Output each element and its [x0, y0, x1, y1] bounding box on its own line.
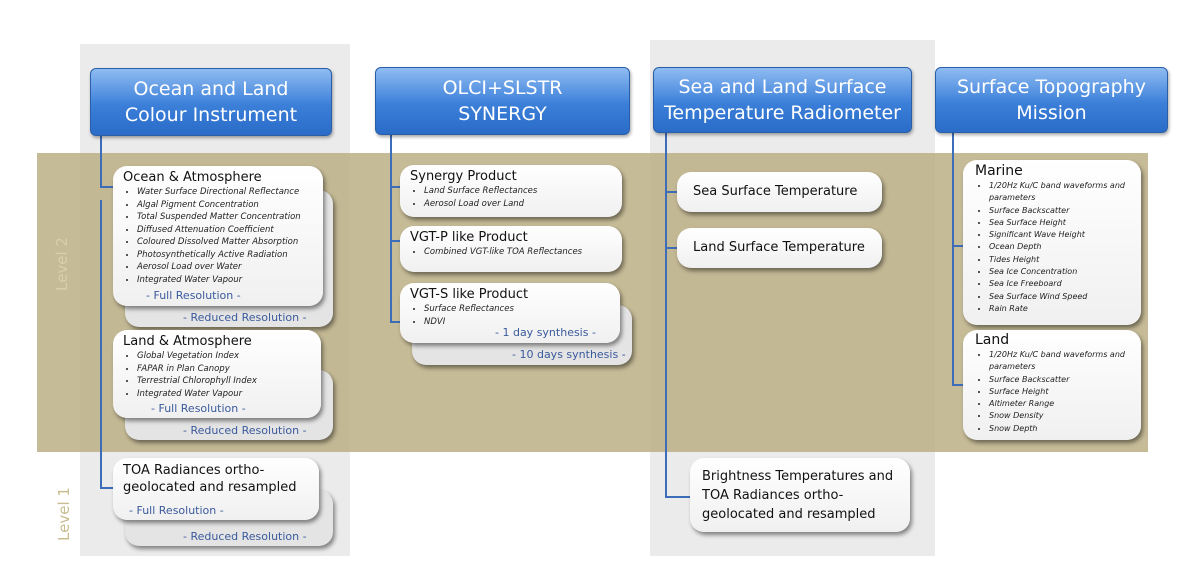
list-item: Significant Wave Height — [989, 229, 1129, 241]
list-item: Sea Surface Wind Speed — [989, 291, 1129, 303]
list-item: Surface Backscatter — [989, 374, 1129, 386]
brightness-temperatures-box: Brightness Temperatures and TOA Radiance… — [690, 458, 910, 532]
list-item: Global Vegetation Index — [137, 350, 311, 363]
product-list: Global Vegetation IndexFAPAR in Plan Can… — [123, 350, 311, 400]
one-day-synthesis-label: - 1 day synthesis - — [495, 326, 596, 339]
level2-label: Level 2 — [52, 237, 71, 291]
ten-day-synthesis-label: - 10 days synthesis - — [512, 348, 626, 361]
connector — [390, 321, 401, 323]
list-item: FAPAR in Plan Canopy — [137, 363, 311, 376]
list-item: Snow Density — [989, 410, 1129, 422]
connector — [390, 134, 392, 323]
header-line: Sea and Land Surface — [678, 76, 887, 98]
full-resolution-label: - Full Resolution - — [151, 402, 246, 415]
header-line: Surface Topography — [957, 76, 1146, 98]
level1-label: Level 1 — [54, 487, 73, 541]
header-line: OLCI+SLSTR — [442, 77, 563, 99]
box-title: Ocean & Atmosphere — [123, 170, 262, 185]
connector — [952, 131, 954, 386]
connector — [100, 487, 114, 489]
list-item: Aerosol Load over Water — [137, 261, 313, 274]
list-item: Terrestrial Chlorophyll Index — [137, 375, 311, 388]
header-line: Temperature Radiometer — [664, 102, 901, 124]
list-item: Water Surface Directional Reflectance — [137, 186, 313, 199]
connector — [665, 496, 691, 498]
list-item: Snow Depth — [989, 423, 1129, 435]
product-list: 1/20Hz Ku/C band waveforms and parameter… — [975, 349, 1129, 435]
box-title: VGT-S like Product — [410, 287, 529, 302]
list-item: Land Surface Reflectances — [424, 185, 612, 198]
ocean-atmosphere-box: Ocean & Atmosphere Water Surface Directi… — [113, 166, 323, 306]
connector — [100, 134, 102, 188]
box-title: Marine — [975, 163, 1023, 179]
header-line: Colour Instrument — [124, 104, 298, 126]
list-item: Sea Surface Height — [989, 217, 1129, 229]
list-item: Tides Height — [989, 254, 1129, 266]
list-item: Surface Height — [989, 386, 1129, 398]
vgtp-product-box: VGT-P like Product Combined VGT-like TOA… — [400, 226, 622, 272]
list-item: Rain Rate — [989, 303, 1129, 315]
list-item: Total Suspended Matter Concentration — [137, 211, 313, 224]
list-item: 1/20Hz Ku/C band waveforms and parameter… — [989, 180, 1129, 205]
product-list: 1/20Hz Ku/C band waveforms and parameter… — [975, 180, 1129, 315]
lst-box: Land Surface Temperature — [677, 228, 882, 268]
connector — [100, 200, 102, 489]
list-item: NDVI — [424, 316, 610, 329]
connector — [952, 384, 964, 386]
box-title: Land — [975, 332, 1010, 348]
connector — [952, 245, 964, 247]
connector — [665, 191, 678, 193]
reduced-resolution-label: - Reduced Resolution - — [183, 530, 307, 543]
list-item: Diffused Attenuation Coefficient — [137, 224, 313, 237]
connector — [390, 240, 401, 242]
reduced-resolution-label: - Reduced Resolution - — [183, 311, 307, 324]
reduced-resolution-label: - Reduced Resolution - — [183, 424, 307, 437]
full-resolution-label: - Full Resolution - — [129, 504, 224, 517]
list-item: Altimeter Range — [989, 398, 1129, 410]
product-list: Land Surface ReflectancesAerosol Load ov… — [410, 185, 612, 210]
list-item: Photosynthetically Active Radiation — [137, 249, 313, 262]
connector — [390, 186, 401, 188]
land-atmosphere-box: Land & Atmosphere Global Vegetation Inde… — [113, 330, 321, 418]
list-item: Algal Pigment Concentration — [137, 199, 313, 212]
box-title: Synergy Product — [410, 169, 517, 184]
product-list: Combined VGT-like TOA Reflectances — [410, 246, 612, 259]
connector — [100, 186, 114, 188]
toa-radiances-box: TOA Radiances ortho-geolocated and resam… — [113, 458, 319, 520]
marine-box: Marine 1/20Hz Ku/C band waveforms and pa… — [963, 160, 1141, 325]
land-box: Land 1/20Hz Ku/C band waveforms and para… — [963, 330, 1141, 440]
list-item: Combined VGT-like TOA Reflectances — [424, 246, 612, 259]
list-item: Surface Backscatter — [989, 205, 1129, 217]
list-item: Surface Reflectances — [424, 303, 610, 316]
vgts-product-box: VGT-S like Product Surface ReflectancesN… — [400, 283, 620, 343]
list-item: Coloured Dissolved Matter Absorption — [137, 236, 313, 249]
list-item: Aerosol Load over Land — [424, 198, 612, 211]
list-item: Sea Ice Freeboard — [989, 278, 1129, 290]
connector — [665, 131, 667, 498]
connector — [665, 247, 678, 249]
synergy-product-box: Synergy Product Land Surface Reflectance… — [400, 165, 622, 217]
header-synergy: OLCI+SLSTR SYNERGY — [375, 67, 630, 135]
list-item: Sea Ice Concentration — [989, 266, 1129, 278]
list-item: Integrated Water Vapour — [137, 274, 313, 287]
product-list: Surface ReflectancesNDVI — [410, 303, 610, 328]
header-line: Ocean and Land — [133, 78, 289, 100]
box-title: VGT-P like Product — [410, 230, 528, 245]
box-title: Land & Atmosphere — [123, 334, 252, 349]
list-item: Ocean Depth — [989, 241, 1129, 253]
list-item: 1/20Hz Ku/C band waveforms and parameter… — [989, 349, 1129, 374]
full-resolution-label: - Full Resolution - — [146, 289, 241, 302]
header-line: Mission — [1016, 102, 1087, 124]
list-item: Integrated Water Vapour — [137, 388, 311, 401]
box-title: TOA Radiances ortho-geolocated and resam… — [123, 463, 297, 495]
sst-box: Sea Surface Temperature — [677, 172, 882, 212]
header-line: SYNERGY — [458, 103, 547, 125]
product-list: Water Surface Directional ReflectanceAlg… — [123, 186, 313, 286]
